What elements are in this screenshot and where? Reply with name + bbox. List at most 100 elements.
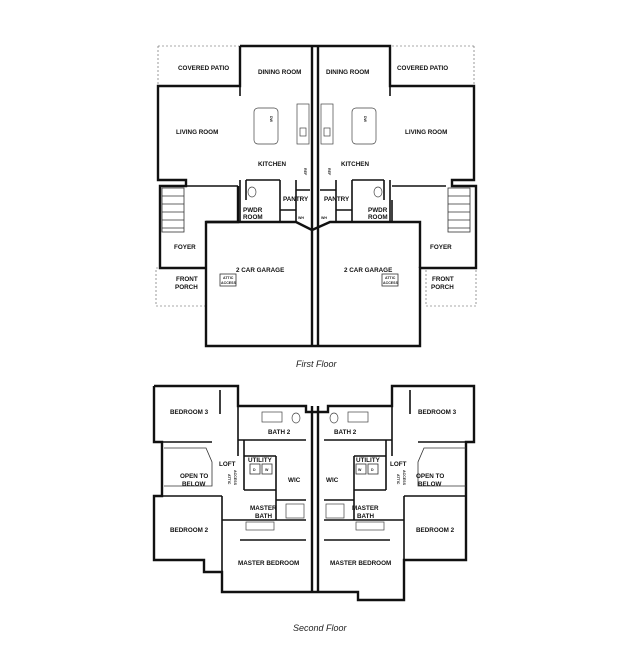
label-bedroom-3-right: BEDROOM 3: [418, 409, 457, 416]
label-wic-left: WIC: [288, 477, 301, 484]
label-front-right: FRONT: [432, 276, 454, 283]
label-pwdr-room-left: ROOM: [243, 214, 263, 221]
label-porch-right: PORCH: [431, 284, 454, 291]
label-foyer-left: FOYER: [174, 244, 196, 251]
bath-2-toilet-right: [329, 412, 339, 424]
bath-2-vanity-left: [261, 411, 283, 423]
garage-walls: [206, 220, 422, 268]
label-kitchen-left: KITCHEN: [258, 161, 286, 168]
powder-toilet-right: [373, 186, 383, 198]
label-covered-patio-right: COVERED PATIO: [397, 65, 448, 72]
label-dw-left: DW: [269, 116, 273, 123]
party-wall-second: [310, 406, 320, 592]
label-bath-2-right: BATH 2: [334, 429, 357, 436]
label-master-bath-right: BATH: [357, 513, 374, 520]
attic-access-box-left: [219, 273, 237, 287]
label-access-second-right: ACCESS: [402, 470, 406, 486]
kitchen-island-left: [253, 107, 279, 145]
label-loft-right: LOFT: [390, 461, 407, 468]
label-ref-right: REF: [327, 168, 331, 176]
second-floor-caption: Second Floor: [293, 623, 348, 633]
label-covered-patio-left: COVERED PATIO: [178, 65, 229, 72]
stair-left: [161, 187, 185, 233]
stair-right: [447, 187, 471, 233]
label-master-right: MASTER: [352, 505, 379, 512]
label-dw-right: DW: [363, 116, 367, 123]
interior-walls-second-right: [324, 390, 474, 560]
label-bedroom-2-left: BEDROOM 2: [170, 527, 209, 534]
label-porch-left: PORCH: [175, 284, 198, 291]
label-utility-right: UTILITY: [356, 457, 381, 464]
powder-toilet-left: [247, 186, 257, 198]
sink-right: [323, 127, 331, 137]
label-access-left: ACCESS: [221, 281, 237, 285]
label-pwdr-room-right: ROOM: [368, 214, 388, 221]
label-dining-room-left: DINING ROOM: [258, 69, 301, 76]
label-master-bedroom-right: MASTER BEDROOM: [330, 560, 391, 567]
covered-patio-outline-right: [390, 45, 475, 86]
label-wh-right: WH: [321, 216, 327, 220]
first-floor-caption: First Floor: [296, 359, 338, 369]
dryer-box-right: [367, 463, 379, 475]
label-access-second-left: ACCESS: [233, 470, 237, 486]
label-loft-left: LOFT: [219, 461, 236, 468]
kitchen-counter-left: [296, 103, 310, 145]
label-foyer-right: FOYER: [430, 244, 452, 251]
label-open-to-right: OPEN TO: [416, 473, 444, 480]
dryer-box-left: [249, 463, 261, 475]
open-to-below-rail-right: [417, 447, 466, 487]
label-washer-right: W: [358, 468, 362, 472]
label-wh-left: WH: [298, 216, 304, 220]
label-bedroom-2-right: BEDROOM 2: [416, 527, 455, 534]
bath-2-toilet-left: [291, 412, 301, 424]
washer-box-left: [261, 463, 273, 475]
sink-left: [299, 127, 307, 137]
master-vanity-left: [245, 521, 275, 531]
kitchen-island-right: [351, 107, 377, 145]
label-attic-second-right: ATTIC: [396, 474, 400, 485]
open-to-below-rail-left: [164, 447, 213, 487]
interior-walls-first-right: [320, 86, 446, 222]
label-garage-right: 2 CAR GARAGE: [344, 267, 392, 274]
label-kitchen-right: KITCHEN: [341, 161, 369, 168]
label-pwdr-left: PWDR: [243, 207, 263, 214]
master-shower-right: [325, 503, 345, 519]
bath-2-vanity-right: [347, 411, 369, 423]
label-pantry-right: PANTRY: [324, 196, 350, 203]
label-access-right: ACCESS: [383, 281, 399, 285]
interior-walls-first-left: [186, 86, 310, 222]
label-master-left: MASTER: [250, 505, 277, 512]
covered-patio-outline-left: [157, 45, 240, 86]
label-front-left: FRONT: [176, 276, 198, 283]
label-attic-second-left: ATTIC: [227, 474, 231, 485]
label-living-room-left: LIVING ROOM: [176, 129, 218, 136]
interior-walls-second-left: [154, 390, 306, 592]
label-master-bath-left: BATH: [255, 513, 272, 520]
label-utility-left: UTILITY: [248, 457, 273, 464]
label-pwdr-right: PWDR: [368, 207, 388, 214]
label-living-room-right: LIVING ROOM: [405, 129, 447, 136]
master-shower-left: [285, 503, 305, 519]
label-ref-left: REF: [303, 168, 307, 176]
second-floor-exterior-walls: [152, 384, 476, 602]
label-bath-2-left: BATH 2: [268, 429, 291, 436]
label-below-right: BELOW: [418, 481, 441, 488]
label-washer-left: W: [265, 468, 269, 472]
label-dining-room-right: DINING ROOM: [326, 69, 369, 76]
attic-access-box-right: [381, 273, 399, 287]
label-dryer-left: D: [253, 468, 256, 472]
label-attic-right: ATTIC: [385, 276, 396, 280]
label-bedroom-3-left: BEDROOM 3: [170, 409, 209, 416]
first-floor-plan: COVERED PATIO DINING ROOM LIVING ROOM KI…: [155, 44, 478, 369]
label-below-left: BELOW: [182, 481, 205, 488]
kitchen-counter-right: [320, 103, 334, 145]
label-wic-right: WIC: [326, 477, 339, 484]
second-floor-plan: BEDROOM 3 BATH 2 UTILITY D W LOFT OPEN T…: [152, 384, 476, 633]
label-garage-left: 2 CAR GARAGE: [236, 267, 284, 274]
party-wall-first: [310, 46, 320, 346]
label-attic-left: ATTIC: [223, 276, 234, 280]
label-pantry-left: PANTRY: [283, 196, 309, 203]
label-master-bedroom-left: MASTER BEDROOM: [238, 560, 299, 567]
washer-box-right: [355, 463, 367, 475]
